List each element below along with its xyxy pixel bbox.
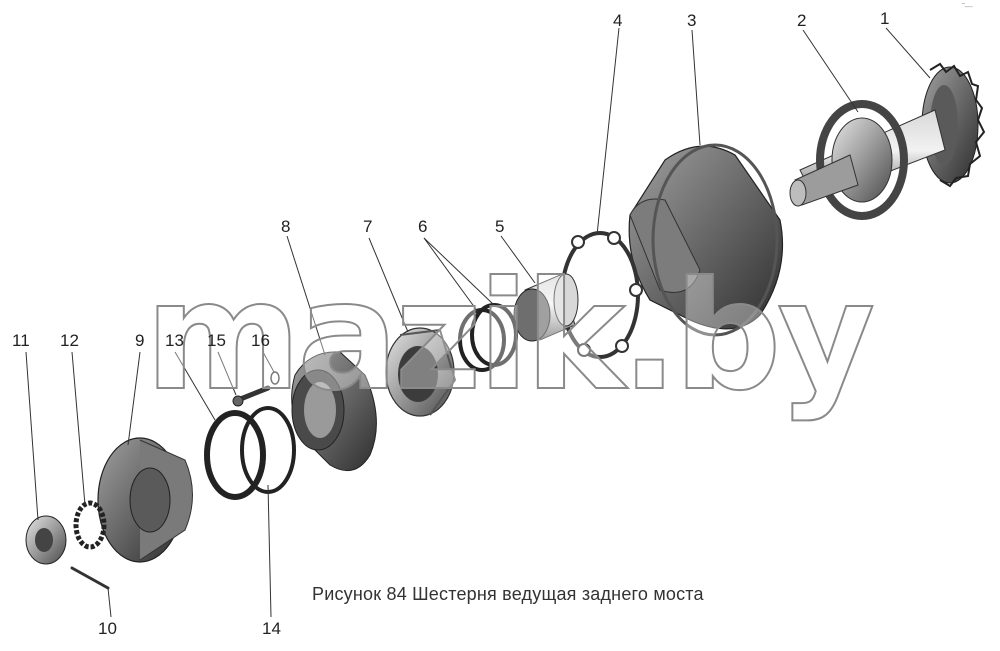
part-13-oil-seal <box>204 410 266 500</box>
callout-9: 9 <box>135 331 145 350</box>
callout-1: 1 <box>880 9 890 28</box>
part-9-flange <box>97 437 193 563</box>
callout-16: 16 <box>251 331 270 350</box>
leader-lines <box>25 27 931 618</box>
part-10-cotter-pin <box>70 566 110 590</box>
callout-11: 11 <box>12 331 30 350</box>
part-15-bolt <box>232 385 271 407</box>
part-12-washer <box>73 500 107 550</box>
callout-2: 2 <box>797 11 807 30</box>
callout-13: 13 <box>165 331 184 350</box>
callout-7: 7 <box>363 217 373 236</box>
part-2-bearing-shaft <box>789 100 946 220</box>
part-11-castle-nut <box>25 515 67 565</box>
corner-mark: ˜— <box>962 2 973 11</box>
part-5-spacer-sleeve <box>513 273 579 342</box>
callout-14: 14 <box>262 619 281 638</box>
part-8-bearing-cup <box>291 351 377 472</box>
part-16-lock-ring <box>270 371 280 385</box>
callout-8: 8 <box>281 217 291 236</box>
part-3-pinion-housing <box>628 143 784 337</box>
callout-3: 3 <box>687 11 697 30</box>
callout-12: 12 <box>60 331 79 350</box>
watermark-text: mazik.by <box>144 250 876 424</box>
callout-15: 15 <box>207 331 226 350</box>
callout-4: 4 <box>613 11 623 30</box>
part-7-tapered-bearing <box>385 327 457 417</box>
callout-5: 5 <box>495 217 505 236</box>
callout-10: 10 <box>98 619 117 638</box>
callout-6: 6 <box>418 217 428 236</box>
figure-caption: Рисунок 84 Шестерня ведущая заднего мост… <box>312 584 704 604</box>
